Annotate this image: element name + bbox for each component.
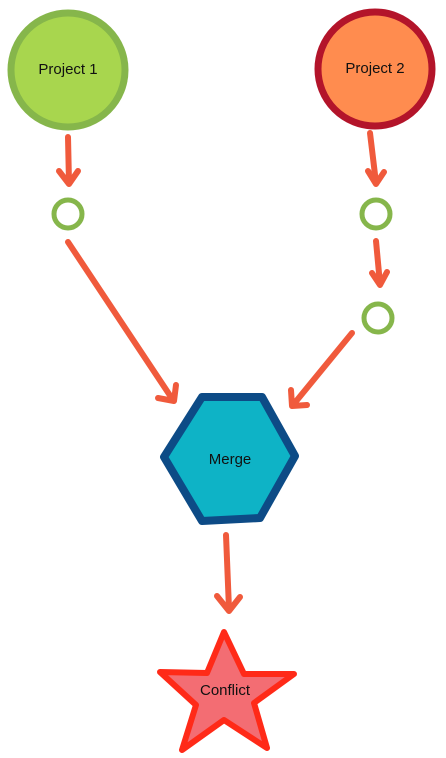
project1-circle <box>7 9 129 131</box>
arrow-project2-to-commit1 <box>365 130 387 187</box>
arrow-project1-commit-to-merge <box>65 239 179 404</box>
node-merge: Merge <box>160 393 299 525</box>
merge-hexagon <box>160 393 299 525</box>
project2-label: Project 2 <box>345 60 404 77</box>
project1-label: Project 1 <box>38 61 97 78</box>
arrow-merge-to-conflict <box>214 532 243 614</box>
project2-commit-marker-2 <box>361 301 395 335</box>
conflict-label: Conflict <box>200 682 251 699</box>
node-conflict: Conflict <box>157 629 297 753</box>
arrow-project2-commit-to-merge <box>288 330 355 409</box>
arrow-commit1-to-commit2 <box>369 238 390 288</box>
conflict-star <box>157 629 297 753</box>
arrow-project1-to-commit <box>56 134 81 187</box>
merge-label: Merge <box>209 451 252 468</box>
project2-circle <box>314 8 436 130</box>
node-project2: Project 2 <box>314 8 436 130</box>
project1-commit-marker <box>51 197 85 231</box>
project2-commit-marker-1 <box>359 197 393 231</box>
node-project1: Project 1 <box>7 9 129 131</box>
commit-markers <box>51 197 395 335</box>
arrows <box>56 130 390 614</box>
